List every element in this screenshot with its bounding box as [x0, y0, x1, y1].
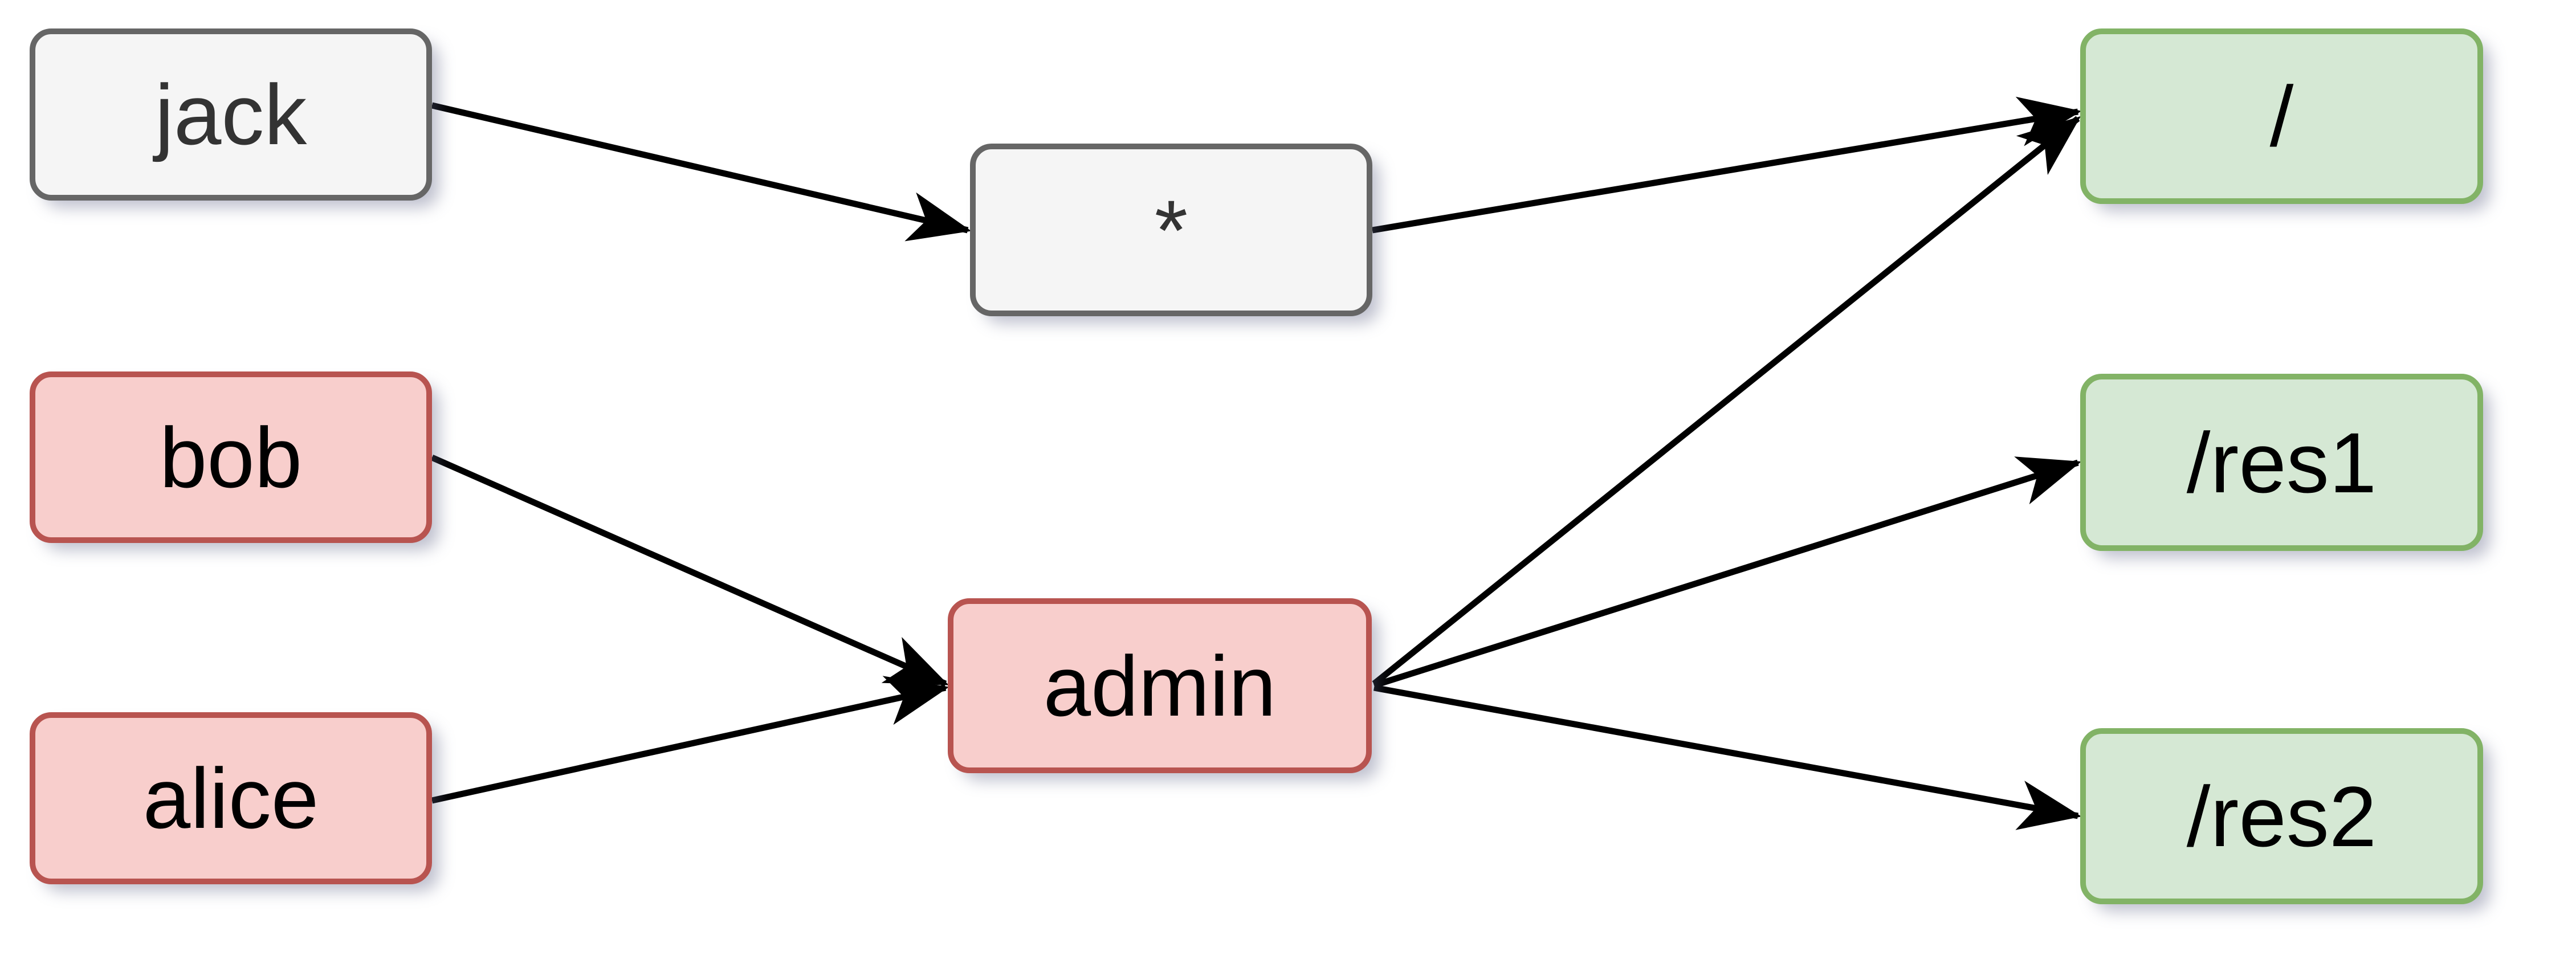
- edge-bob-to-admin: [430, 454, 949, 687]
- edge-admin-to-root: [1372, 116, 2081, 687]
- node-alice-label: alice: [142, 750, 319, 846]
- node-admin[interactable]: admin: [948, 598, 1372, 773]
- node-jack[interactable]: jack: [30, 28, 432, 201]
- node-jack-label: jack: [154, 67, 307, 162]
- node-bob[interactable]: bob: [30, 371, 432, 543]
- node-root-label: /: [2269, 68, 2294, 164]
- node-bob-label: bob: [159, 409, 303, 505]
- node-res2[interactable]: /res2: [2080, 728, 2483, 904]
- edge-admin-to-res1: [1373, 456, 2082, 689]
- edge-alice-to-admin: [431, 676, 949, 804]
- node-root[interactable]: /: [2080, 28, 2483, 204]
- edge-jack-to-star: [431, 102, 972, 242]
- node-admin-label: admin: [1043, 638, 1277, 734]
- node-res2-label: /res2: [2186, 768, 2377, 864]
- node-star[interactable]: *: [970, 144, 1372, 316]
- node-star-label: *: [1154, 182, 1188, 278]
- edge-admin-to-res2: [1373, 684, 2082, 830]
- edge-star-to-root: [1372, 96, 2082, 234]
- node-alice[interactable]: alice: [30, 712, 432, 884]
- node-res1[interactable]: /res1: [2080, 374, 2483, 551]
- node-res1-label: /res1: [2186, 414, 2377, 511]
